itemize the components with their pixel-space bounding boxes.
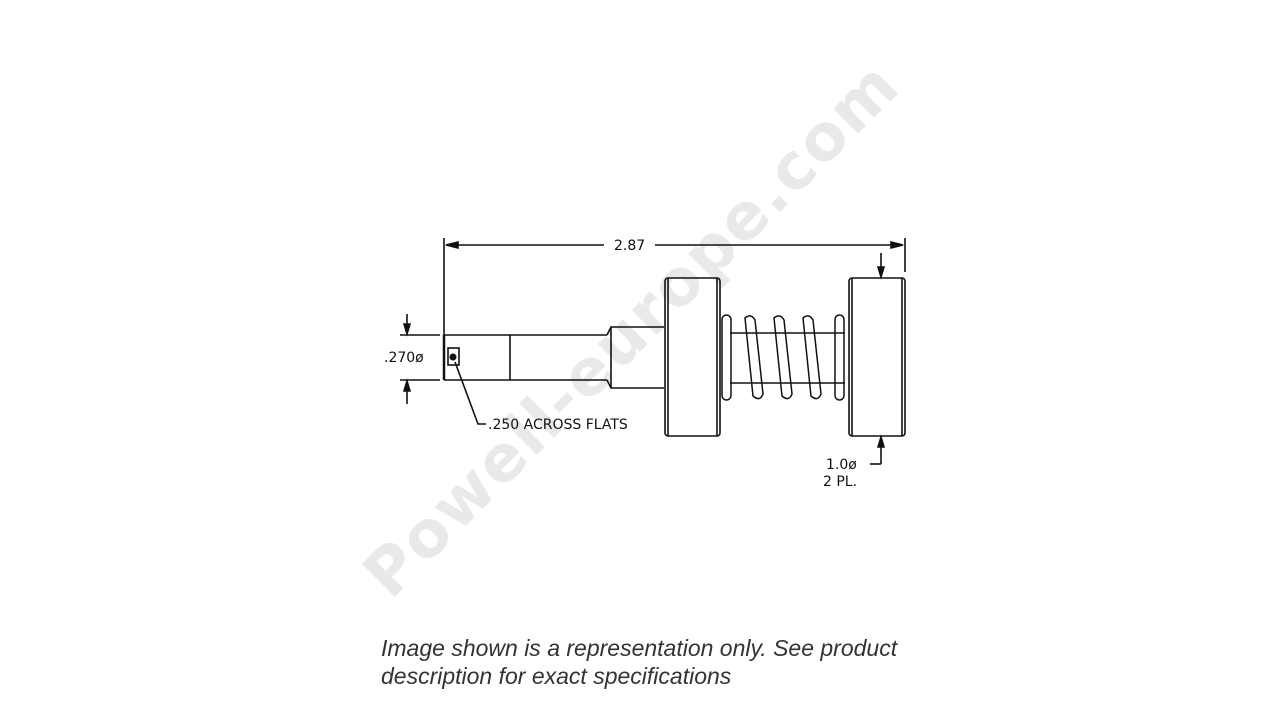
spring-core [730,332,845,384]
caption-line-2: description for exact specifications [381,663,732,689]
disclaimer-caption: Image shown is a representation only. Se… [381,634,941,690]
shaft-diameter-dimension [400,314,440,404]
overall-length-dimension [443,238,906,340]
left-wheel [664,277,721,437]
shaft-diameter-label: .270ø [384,350,424,366]
overall-length-label: 2.87 [614,238,646,254]
shaft [442,326,664,389]
caption-line-1: Image shown is a representation only. Se… [381,635,898,661]
spring [721,314,845,401]
flats-label: .250 ACROSS FLATS [488,417,628,433]
right-wheel [848,277,906,437]
wheel-quantity-label: 2 PL. [823,474,858,490]
flats-leader [454,361,486,425]
wheel-diameter-label: 1.0ø [826,457,857,473]
wheel-diameter-dimension [870,253,886,465]
